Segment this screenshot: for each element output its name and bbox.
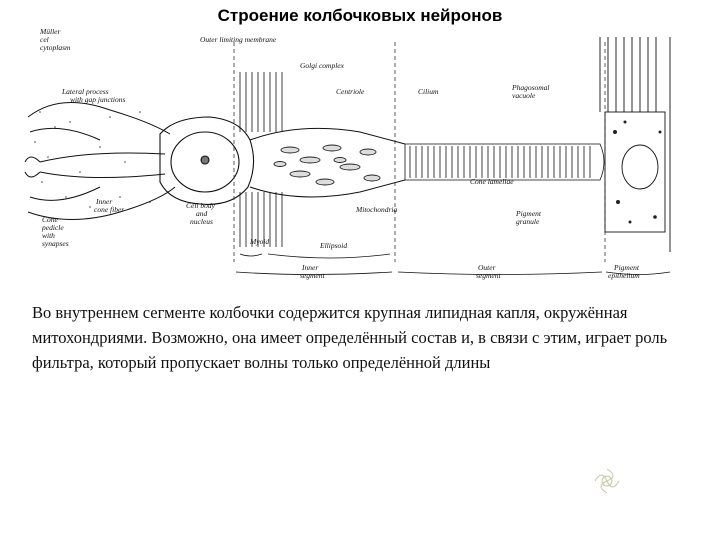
- pigment-epithelium: [599, 37, 671, 252]
- label-muller-1: Müller: [39, 27, 60, 36]
- label-lateral-2: with gap junctions: [70, 95, 126, 104]
- microvilli: [239, 72, 283, 247]
- cone-lamellae: [404, 143, 605, 181]
- label-phagosomal-2: vacuole: [512, 91, 536, 100]
- label-myoid: Myoid: [249, 237, 269, 246]
- label-inner-segment-1: Inner: [301, 263, 318, 272]
- label-inner-fiber-2: cone fiber: [94, 205, 124, 214]
- muller-cell-tissue: [34, 111, 151, 208]
- label-cone-pedicle-3: with: [42, 231, 55, 240]
- label-pigment-granule-2: granule: [516, 217, 540, 226]
- label-cone-pedicle-2: pedicle: [41, 223, 64, 232]
- label-cone-pedicle-4: synapses: [42, 239, 69, 248]
- label-cell-body-1: Cell body: [186, 201, 216, 210]
- label-cilium: Cilium: [418, 87, 439, 96]
- label-pigment-epithelium-2: epithelium: [608, 271, 640, 280]
- label-cell-body-3: nucleus: [190, 217, 213, 226]
- muller-cell-outline: [27, 101, 176, 220]
- inner-segment: [249, 127, 406, 198]
- segment-brackets: [235, 253, 671, 275]
- inner-cone-fiber: [24, 152, 166, 179]
- decorative-ornament-icon: [594, 468, 620, 494]
- label-phagosomal-1: Phagosomal: [511, 83, 550, 92]
- label-centriole: Centriole: [336, 87, 365, 96]
- label-cone-pedicle-1: Cone: [42, 215, 59, 224]
- label-lateral-1: Lateral process: [61, 87, 109, 96]
- label-inner-fiber-1: Inner: [95, 197, 112, 206]
- pigment-granules: [613, 120, 662, 224]
- description-text: Во внутреннем сегменте колбочки содержит…: [32, 303, 668, 372]
- label-pigment-granule-1: Pigment: [515, 209, 542, 218]
- label-cell-body-2: and: [196, 209, 208, 218]
- label-mitochondria: Mitochondria: [355, 205, 397, 214]
- label-muller-3: cytoplasm: [40, 43, 71, 52]
- label-golgi-complex: Golgi complex: [300, 61, 345, 70]
- cone-neuron-diagram: Müller cel cytoplasm Outer limiting memb…: [24, 27, 671, 280]
- label-cone-lamellae: Cone lamellae: [470, 177, 514, 186]
- label-outer-limiting-membrane: Outer limiting membrane: [200, 35, 277, 44]
- cell-body: [159, 116, 255, 205]
- slide-title: Строение колбочковых нейронов: [217, 6, 503, 25]
- label-ellipsoid: Ellipsoid: [319, 241, 347, 250]
- label-outer-segment-1: Outer: [478, 263, 496, 272]
- figure-labels: Müller cel cytoplasm Outer limiting memb…: [39, 27, 640, 280]
- mitochondria: [273, 144, 381, 186]
- label-muller-2: cel: [40, 35, 49, 44]
- label-inner-segment-2: segment: [300, 271, 325, 280]
- label-outer-segment-2: segment: [476, 271, 501, 280]
- label-pigment-epithelium-1: Pigment: [613, 263, 640, 272]
